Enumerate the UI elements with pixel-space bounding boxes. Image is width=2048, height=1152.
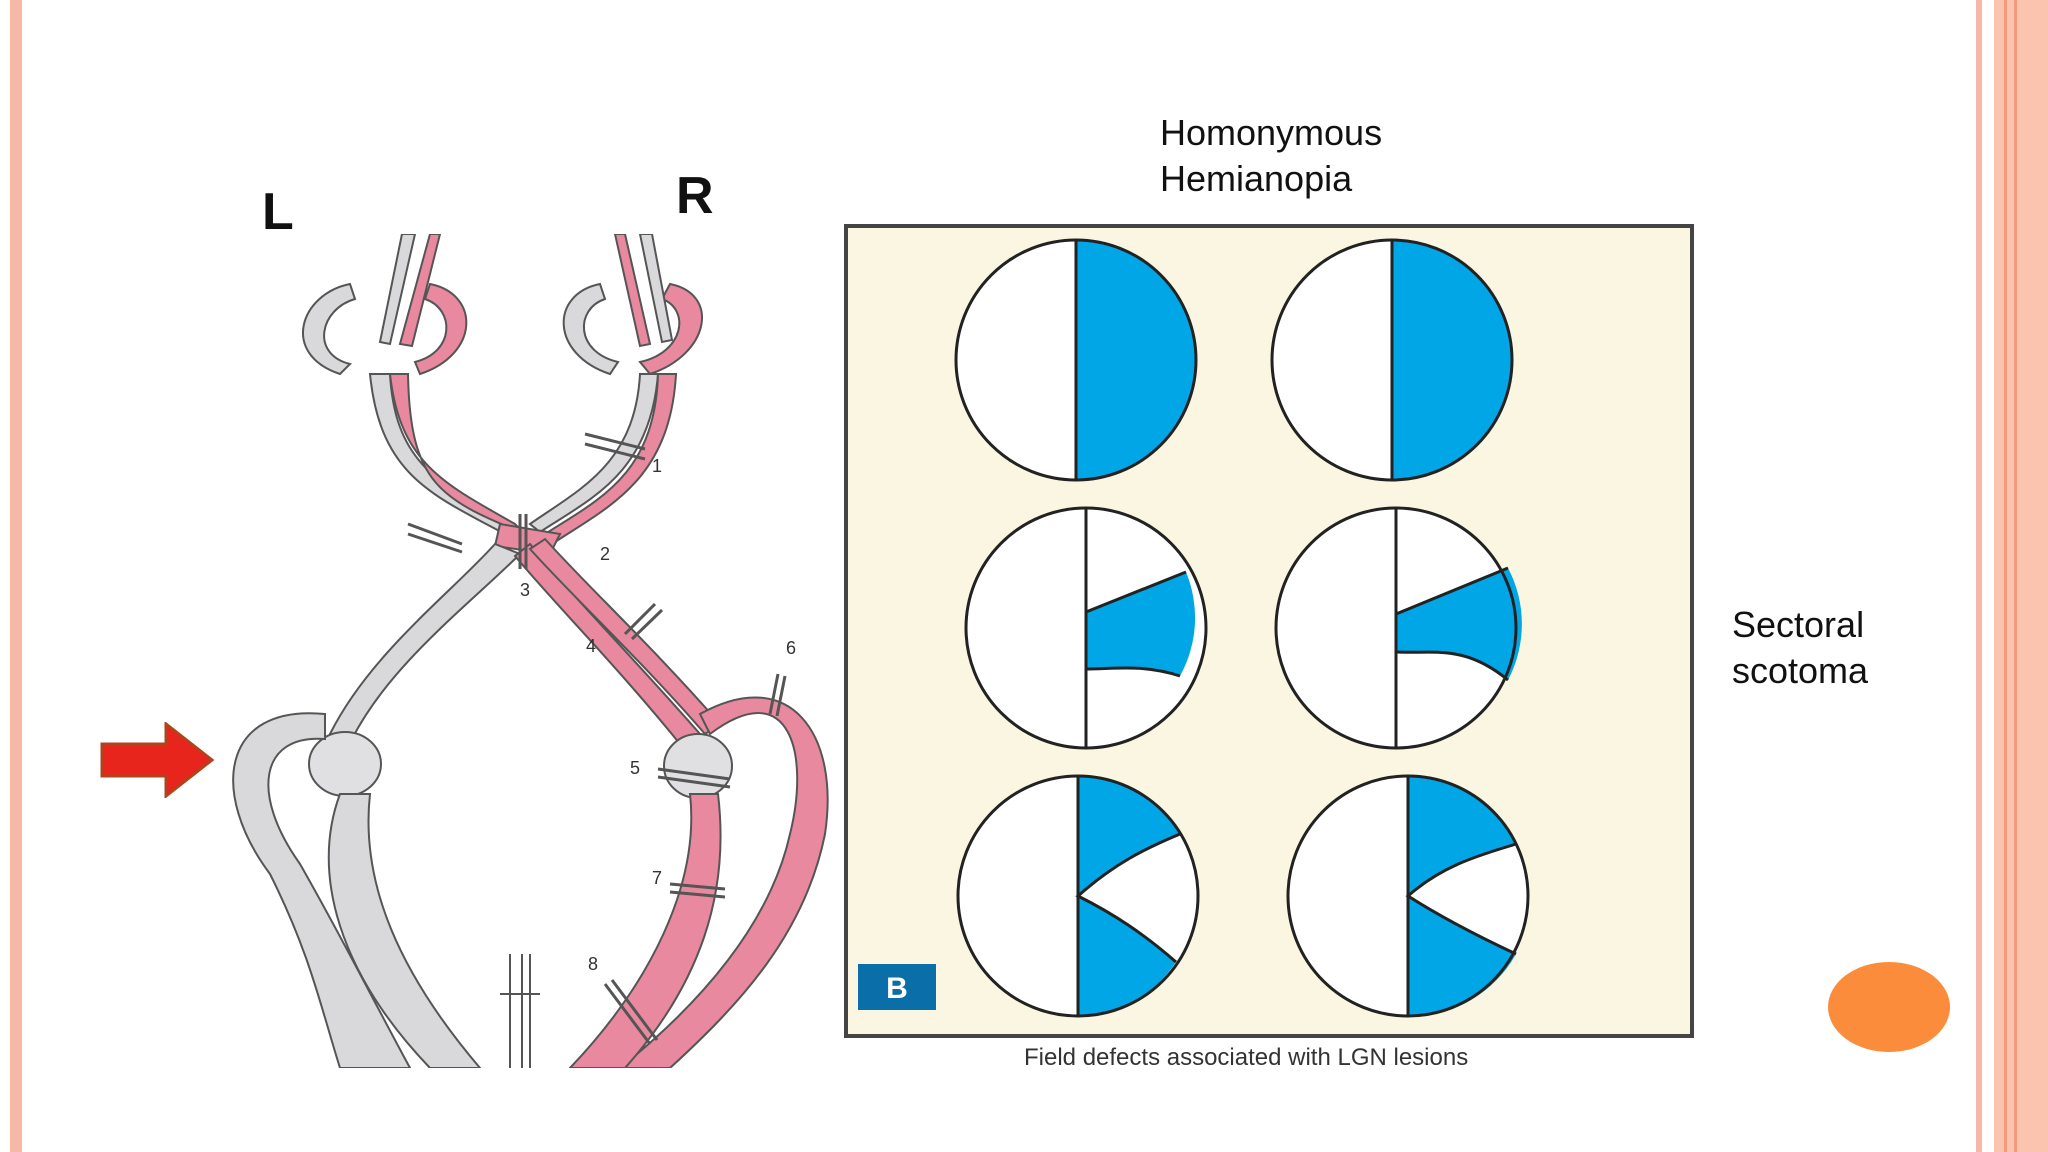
lesion-number-3: 3 bbox=[520, 580, 530, 600]
right-border-stripes bbox=[1964, 0, 2048, 1152]
left-eye-cup bbox=[302, 282, 357, 376]
figure-caption: Field defects associated with LGN lesion… bbox=[1024, 1044, 1469, 1071]
sectoral-line1: Sectoral bbox=[1732, 604, 1865, 645]
field-circle-r2-right bbox=[1274, 506, 1522, 750]
left-border-stripe bbox=[10, 0, 22, 1152]
field-defect-panel: B bbox=[844, 224, 1694, 1038]
visual-pathway-diagram: 1 2 3 4 5 6 7 8 bbox=[232, 234, 829, 1068]
right-side-label: R bbox=[676, 167, 714, 225]
orange-ellipse bbox=[1828, 962, 1950, 1052]
panel-badge-label: B bbox=[886, 972, 908, 1005]
field-circle-r3-left bbox=[956, 774, 1200, 1018]
sectoral-line2: scotoma bbox=[1732, 650, 1869, 691]
panel-badge bbox=[858, 964, 936, 1010]
left-side-label: L bbox=[262, 183, 294, 241]
field-circle-r3-right bbox=[1286, 774, 1530, 1018]
lesion-number-2: 2 bbox=[600, 544, 610, 564]
sectoral-scotoma-label: Sectoral scotoma bbox=[1732, 602, 1868, 694]
lesion-number-7: 7 bbox=[652, 868, 662, 888]
field-circle-r1-right bbox=[1270, 238, 1514, 482]
right-eye-cup bbox=[562, 282, 620, 376]
homonymous-heading: Homonymous Hemianopia bbox=[1160, 110, 1382, 202]
field-circle-r2-left bbox=[964, 506, 1208, 750]
homonymous-line2: Hemianopia bbox=[1160, 158, 1353, 199]
right-lgn bbox=[663, 733, 733, 799]
lesion-number-5: 5 bbox=[630, 758, 640, 778]
left-lgn bbox=[308, 731, 382, 797]
homonymous-line1: Homonymous bbox=[1160, 112, 1383, 153]
lesion-number-1: 1 bbox=[652, 456, 662, 476]
right-arrow-icon bbox=[100, 722, 215, 798]
field-circle-r1-left bbox=[954, 238, 1198, 482]
lesion-number-6: 6 bbox=[786, 638, 796, 658]
lesion-number-4: 4 bbox=[586, 636, 596, 656]
lesion-number-8: 8 bbox=[588, 954, 598, 974]
